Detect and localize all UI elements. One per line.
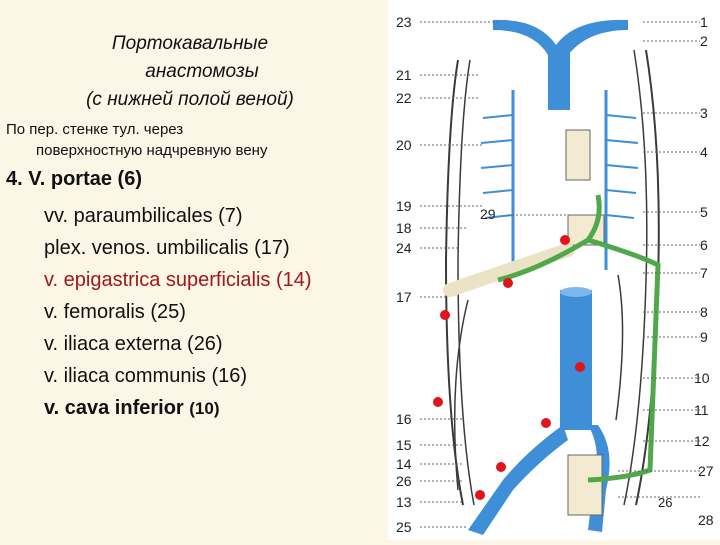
label-3: 3 [700,105,708,121]
label-24: 24 [396,240,412,256]
esophagus [565,129,591,181]
label-10: 10 [694,370,710,386]
page-number: 26 [658,495,672,510]
text-panel: Портокавальные анастомозы (с нижней поло… [6,30,340,425]
list-item: v. iliaca externa (26) [44,333,223,355]
list-item-highlighted: v. epigastrica superficialis (14) [44,269,312,291]
label-26: 26 [396,473,412,489]
marker [440,310,450,320]
label-11: 11 [694,402,709,418]
label-2: 2 [700,33,708,49]
label-21: 21 [396,67,412,83]
label-12: 12 [694,433,710,449]
label-17: 17 [396,289,412,305]
list-item: v. iliaca communis (16) [44,365,248,387]
label-22: 22 [396,90,412,106]
label-14: 14 [396,456,412,472]
body-outline-left [444,59,464,506]
title-line-1: Портокавальные [111,33,269,54]
label-leaders [420,21,700,528]
brachiocephalic-veins [493,19,628,55]
marker [541,418,551,428]
umbilical-cord [443,243,575,297]
superior-vena-cava [548,50,570,110]
label-5: 5 [700,204,708,220]
marker [560,235,570,245]
label-1: 1 [700,14,708,30]
rectum [567,454,603,516]
label-19: 19 [396,198,412,214]
diagram-svg: 23 21 22 20 19 18 24 17 16 15 14 26 13 2… [396,14,714,535]
label-28: 28 [698,512,714,528]
label-6: 6 [700,237,708,253]
marker [503,278,513,288]
marker [496,462,506,472]
body-outline-left-inner [457,59,475,506]
intercostal-branches [480,114,639,219]
label-29: 29 [480,206,496,222]
vein-list: vv. paraumbilicales (7) plex. venos. umb… [44,200,312,425]
label-9: 9 [700,329,708,345]
ivc-opening [560,287,592,297]
title-line-2: анастомозы [145,61,259,82]
list-item-number: (10) [189,399,220,418]
inferior-vena-cava [560,290,592,430]
left-iliac-vein [468,425,568,535]
marker [575,362,585,372]
portal-vein-system [497,194,661,483]
section-heading: 4. V. portae (6) [6,168,142,190]
right-labels: 1 2 3 4 5 6 7 8 9 10 11 12 27 28 [694,14,714,528]
slide-title: Портокавальные анастомозы (с нижней поло… [40,30,340,114]
left-labels: 23 21 22 20 19 18 24 17 16 15 14 26 13 2… [396,14,412,535]
label-15: 15 [396,437,412,453]
list-item: plex. venos. umbilicalis (17) [44,237,290,259]
list-item: vv. paraumbilicales (7) [44,205,243,227]
label-23: 23 [396,14,412,30]
subtitle-line-1: По пер. стенке тул. через [6,121,184,138]
label-4: 4 [700,144,708,160]
body-outline-right-inner [623,49,648,506]
anatomy-diagram: 23 21 22 20 19 18 24 17 16 15 14 26 13 2… [388,0,720,540]
label-7: 7 [700,265,708,281]
label-13: 13 [396,494,412,510]
slide-subtitle: По пер. стенке тул. через поверхностную … [6,119,267,161]
label-20: 20 [396,137,412,153]
list-item: v. cava inferior (10) [44,392,312,425]
label-18: 18 [396,220,412,236]
marker [475,490,485,500]
label-8: 8 [700,304,708,320]
label-27: 27 [698,463,714,479]
azygos-veins [511,90,608,270]
subtitle-line-2: поверхностную надчревную вену [36,142,268,159]
list-item: v. femoralis (25) [44,301,186,323]
anastomosis-markers [433,235,585,500]
list-item-text: v. cava inferior [44,397,184,419]
marker [433,397,443,407]
label-25: 25 [396,519,412,535]
title-line-3: (с нижней полой веной) [86,89,294,110]
label-16: 16 [396,411,412,427]
